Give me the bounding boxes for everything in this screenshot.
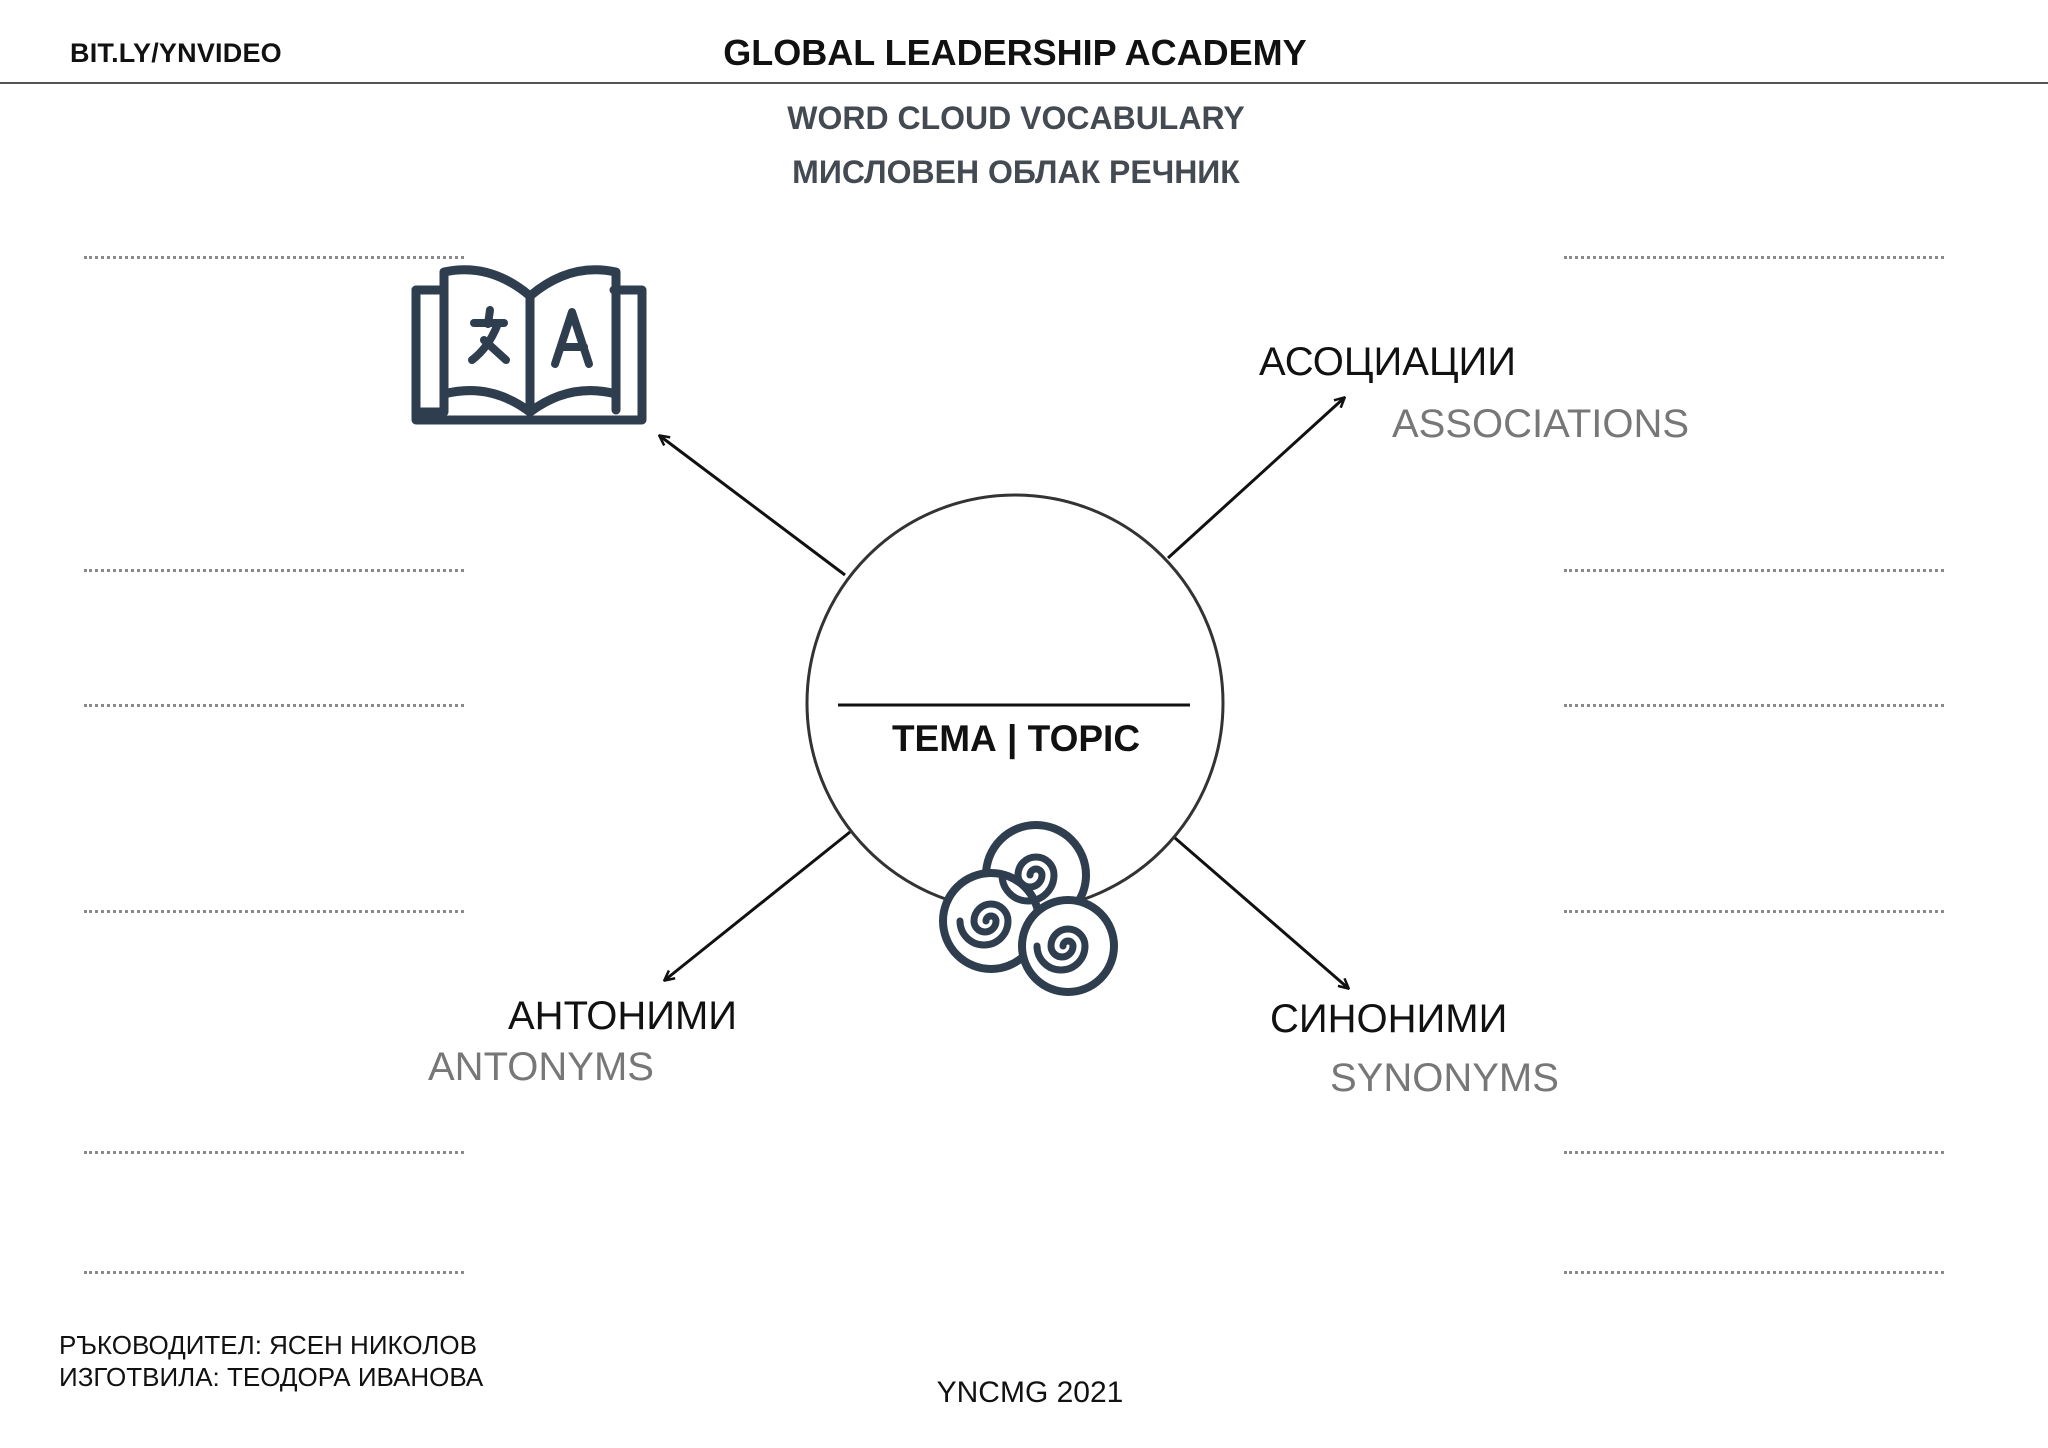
- antonyms-label-bg: АНТОНИМИ: [508, 994, 738, 1038]
- supervisor-credit: РЪКОВОДИТЕЛ: ЯСЕН НИКОЛОВ: [59, 1330, 477, 1360]
- writing-line[interactable]: [1564, 1151, 1944, 1154]
- writing-line[interactable]: [1564, 1271, 1944, 1274]
- arrow-to-synonyms: [1174, 836, 1348, 988]
- writing-line[interactable]: [84, 704, 464, 707]
- header-link[interactable]: BIT.LY/YNVIDEO: [70, 38, 282, 68]
- writing-line[interactable]: [1564, 569, 1944, 572]
- header-divider: [0, 82, 2048, 84]
- antonyms-label-en: ANTONYMS: [428, 1045, 654, 1089]
- writing-line[interactable]: [1564, 704, 1944, 707]
- writing-line[interactable]: [1564, 910, 1944, 913]
- writing-line[interactable]: [1564, 256, 1944, 259]
- arrow-to-associations: [1166, 398, 1344, 560]
- topic-label: ТЕМА | TOPIC: [891, 718, 1141, 759]
- writing-line[interactable]: [84, 256, 464, 259]
- footer-year: YNCMG 2021: [936, 1376, 1124, 1409]
- associations-label-en: ASSOCIATIONS: [1392, 402, 1690, 446]
- spiral-cloud-icon: [939, 821, 1118, 996]
- writing-line[interactable]: [84, 1271, 464, 1274]
- subtitle-english: WORD CLOUD VOCABULARY: [787, 100, 1245, 136]
- writing-line[interactable]: [84, 569, 464, 572]
- subtitle-bulgarian: МИСЛОВЕН ОБЛАК РЕЧНИК: [792, 154, 1240, 190]
- arrow-to-antonyms: [665, 830, 851, 980]
- synonyms-label-en: SYNONYMS: [1330, 1056, 1559, 1100]
- writing-line[interactable]: [84, 1151, 464, 1154]
- writing-line[interactable]: [84, 910, 464, 913]
- arrow-to-book: [660, 436, 846, 577]
- author-credit: ИЗГОТВИЛА: ТЕОДОРА ИВАНОВА: [59, 1362, 484, 1392]
- synonyms-label-bg: СИНОНИМИ: [1270, 997, 1508, 1041]
- translate-book-icon: [411, 265, 647, 425]
- translate-glyphs: [468, 306, 593, 368]
- page-title: GLOBAL LEADERSHIP ACADEMY: [723, 32, 1307, 73]
- associations-label-bg: АСОЦИАЦИИ: [1259, 340, 1517, 384]
